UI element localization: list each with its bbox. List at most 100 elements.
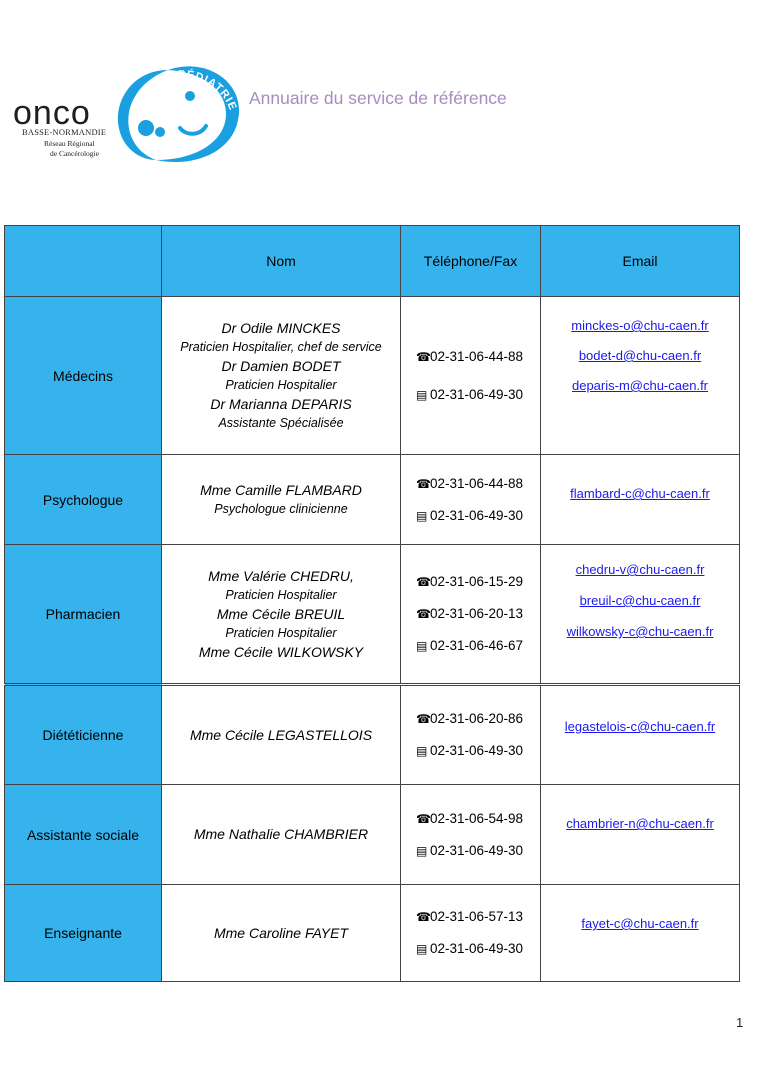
fax-line: ▤02-31-06-49-30 <box>401 507 540 525</box>
header-cell-name: Nom <box>161 225 401 297</box>
phone-line: ☎02-31-06-54-98 <box>401 810 540 828</box>
fax-line: ▤02-31-06-49-30 <box>401 842 540 860</box>
table-row-assistante-sociale: Assistante sociale Mme Nathalie CHAMBRIE… <box>4 784 740 885</box>
onco-logo: onco BASSE-NORMANDIE Réseau Régional de … <box>8 60 248 170</box>
role-cell: Médecins <box>4 296 162 455</box>
person-title: Praticien Hospitalier <box>225 587 337 602</box>
phone-line: ☎02-31-06-20-13 <box>401 605 540 623</box>
phone-icon: ☎ <box>416 910 431 924</box>
directory-table: Nom Téléphone/Fax Email Médecins Dr Odil… <box>4 225 740 982</box>
fax-icon: ▤ <box>416 639 428 653</box>
phone-number: 02-31-06-20-86 <box>430 711 524 726</box>
fax-number: 02-31-06-49-30 <box>430 941 524 956</box>
phone-icon: ☎ <box>416 811 431 826</box>
logo-region: BASSE-NORMANDIE <box>22 127 107 137</box>
pediatrie-logo-icon: PÉDIATRIE <box>117 66 240 163</box>
phone-line: ☎02-31-06-57-13 <box>401 908 540 926</box>
phone-number: 02-31-06-15-29 <box>430 574 524 589</box>
emails-cell: legastelois-c@chu-caen.fr <box>540 684 740 785</box>
role-cell: Assistante sociale <box>4 784 162 885</box>
email-link[interactable]: wilkowsky-c@chu-caen.fr <box>566 624 714 639</box>
phones-cell: ☎02-31-06-44-88 ▤02-31-06-49-30 <box>400 454 541 545</box>
table-row-medecins: Médecins Dr Odile MINCKES Praticien Hosp… <box>4 296 740 455</box>
phones-cell: ☎02-31-06-20-86 ▤02-31-06-49-30 <box>400 684 541 785</box>
phone-number: 02-31-06-54-98 <box>430 810 524 826</box>
phone-line: ☎02-31-06-15-29 <box>401 573 540 591</box>
person-name: Mme Cécile WILKOWSKY <box>198 643 364 660</box>
phone-line: ☎02-31-06-44-88 <box>401 348 540 366</box>
emails-cell: flambard-c@chu-caen.fr <box>540 454 740 545</box>
header-cell-email: Email <box>540 225 740 297</box>
phone-line: ☎02-31-06-20-86 <box>401 710 540 728</box>
page-number: 1 <box>736 1015 744 1030</box>
phone-line: ☎02-31-06-44-88 <box>401 475 540 493</box>
phones-cell: ☎02-31-06-15-29 ☎02-31-06-20-13 ▤02-31-0… <box>400 544 541 685</box>
phone-icon: ☎ <box>416 476 431 491</box>
table-row-dieteticienne: Diététicienne Mme Cécile LEGASTELLOIS ☎0… <box>4 684 740 785</box>
phone-number: 02-31-06-57-13 <box>430 909 524 924</box>
fax-line: ▤02-31-06-49-30 <box>401 386 540 404</box>
phone-icon: ☎ <box>416 607 431 621</box>
phone-number: 02-31-06-44-88 <box>430 348 524 364</box>
phones-cell: ☎02-31-06-54-98 ▤02-31-06-49-30 <box>400 784 541 885</box>
fax-icon: ▤ <box>416 508 428 523</box>
email-link[interactable]: flambard-c@chu-caen.fr <box>570 486 710 501</box>
phone-number: 02-31-06-44-88 <box>430 475 524 491</box>
fax-number: 02-31-06-49-30 <box>430 842 524 858</box>
fax-line: ▤02-31-06-49-30 <box>401 742 540 760</box>
person-name: Mme Camille FLAMBARD <box>200 481 362 498</box>
names-cell: Dr Odile MINCKES Praticien Hospitalier, … <box>161 296 401 455</box>
names-cell: Mme Camille FLAMBARD Psychologue clinici… <box>161 454 401 545</box>
email-link[interactable]: minckes-o@chu-caen.fr <box>571 318 709 333</box>
header-cell-role <box>4 225 162 297</box>
names-cell: Mme Caroline FAYET <box>161 884 401 982</box>
phone-icon: ☎ <box>416 349 431 364</box>
person-title: Praticien Hospitalier <box>225 377 337 392</box>
table-header-row: Nom Téléphone/Fax Email <box>4 225 740 297</box>
logo-wordmark: onco <box>13 94 91 132</box>
fax-line: ▤02-31-06-46-67 <box>401 637 540 655</box>
fax-line: ▤02-31-06-49-30 <box>401 940 540 958</box>
phones-cell: ☎02-31-06-44-88 ▤02-31-06-49-30 <box>400 296 541 455</box>
table-row-enseignante: Enseignante Mme Caroline FAYET ☎02-31-06… <box>4 884 740 982</box>
person-title: Psychologue clinicienne <box>214 501 348 516</box>
person-name: Dr Marianna DEPARIS <box>210 395 352 412</box>
phone-number: 02-31-06-20-13 <box>430 606 524 621</box>
email-link[interactable]: deparis-m@chu-caen.fr <box>571 378 709 393</box>
email-link[interactable]: legastelois-c@chu-caen.fr <box>564 719 716 734</box>
person-name: Mme Cécile BREUIL <box>216 605 346 622</box>
email-link[interactable]: breuil-c@chu-caen.fr <box>579 593 701 608</box>
person-name: Dr Odile MINCKES <box>221 319 341 336</box>
email-link[interactable]: chambrier-n@chu-caen.fr <box>566 816 714 831</box>
table-row-pharmacien: Pharmacien Mme Valérie CHEDRU, Praticien… <box>4 544 740 685</box>
email-link[interactable]: fayet-c@chu-caen.fr <box>581 916 699 931</box>
document-title: Annuaire du service de référence <box>249 88 507 108</box>
email-link[interactable]: bodet-d@chu-caen.fr <box>578 348 702 363</box>
header-cell-phone: Téléphone/Fax <box>400 225 541 297</box>
names-cell: Mme Valérie CHEDRU, Praticien Hospitalie… <box>161 544 401 685</box>
person-name: Dr Damien BODET <box>221 357 341 374</box>
role-cell: Diététicienne <box>4 684 162 785</box>
table-row-psychologue: Psychologue Mme Camille FLAMBARD Psychol… <box>4 454 740 545</box>
logo-network-line2: de Cancérologie <box>50 149 99 158</box>
names-cell: Mme Nathalie CHAMBRIER <box>161 784 401 885</box>
names-cell: Mme Cécile LEGASTELLOIS <box>161 684 401 785</box>
fax-number: 02-31-06-49-30 <box>430 743 524 758</box>
fax-icon: ▤ <box>416 843 428 858</box>
emails-cell: minckes-o@chu-caen.fr bodet-d@chu-caen.f… <box>540 296 740 455</box>
person-title: Assistante Spécialisée <box>218 415 344 430</box>
person-name: Mme Cécile LEGASTELLOIS <box>189 726 373 743</box>
emails-cell: chambrier-n@chu-caen.fr <box>540 784 740 885</box>
role-cell: Psychologue <box>4 454 162 545</box>
person-name: Mme Nathalie CHAMBRIER <box>193 826 369 842</box>
logo-network-line1: Réseau Régional <box>44 139 95 148</box>
phones-cell: ☎02-31-06-57-13 ▤02-31-06-49-30 <box>400 884 541 982</box>
fax-icon: ▤ <box>416 387 428 402</box>
phone-icon: ☎ <box>416 712 431 726</box>
emails-cell: chedru-v@chu-caen.fr breuil-c@chu-caen.f… <box>540 544 740 685</box>
role-cell: Pharmacien <box>4 544 162 685</box>
email-link[interactable]: chedru-v@chu-caen.fr <box>575 562 705 577</box>
role-cell: Enseignante <box>4 884 162 982</box>
fax-number: 02-31-06-46-67 <box>430 638 524 653</box>
fax-number: 02-31-06-49-30 <box>430 386 524 402</box>
